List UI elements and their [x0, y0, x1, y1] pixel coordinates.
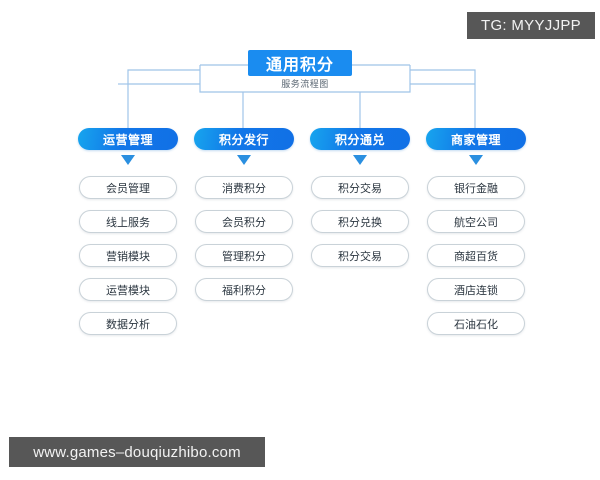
item-merchant-2[interactable]: 航空公司 [427, 210, 525, 233]
category-merchant-management[interactable]: 商家管理 [426, 128, 526, 150]
item-operations-4[interactable]: 运营模块 [79, 278, 177, 301]
item-issuance-3[interactable]: 管理积分 [195, 244, 293, 267]
item-issuance-2[interactable]: 会员积分 [195, 210, 293, 233]
category-points-issuance[interactable]: 积分发行 [194, 128, 294, 150]
arrow-down-icon-operations-management [121, 155, 135, 165]
item-operations-2[interactable]: 线上服务 [79, 210, 177, 233]
item-exchange-2[interactable]: 积分兑换 [311, 210, 409, 233]
page-subtitle: 服务流程图 [281, 79, 329, 89]
item-merchant-1[interactable]: 银行金融 [427, 176, 525, 199]
item-issuance-4[interactable]: 福利积分 [195, 278, 293, 301]
item-operations-5[interactable]: 数据分析 [79, 312, 177, 335]
item-exchange-3[interactable]: 积分交易 [311, 244, 409, 267]
arrow-down-icon-points-exchange [353, 155, 367, 165]
item-issuance-1[interactable]: 消费积分 [195, 176, 293, 199]
item-merchant-5[interactable]: 石油石化 [427, 312, 525, 335]
category-points-exchange[interactable]: 积分通兑 [310, 128, 410, 150]
item-merchant-4[interactable]: 酒店连锁 [427, 278, 525, 301]
page-title: 通用积分 [248, 50, 352, 76]
item-operations-3[interactable]: 营销模块 [79, 244, 177, 267]
item-merchant-3[interactable]: 商超百货 [427, 244, 525, 267]
telegram-watermark: TG: MYYJJPP [467, 12, 595, 39]
arrow-down-icon-merchant-management [469, 155, 483, 165]
item-operations-1[interactable]: 会员管理 [79, 176, 177, 199]
arrow-down-icon-points-issuance [237, 155, 251, 165]
category-operations-management[interactable]: 运营管理 [78, 128, 178, 150]
website-watermark: www.games–douqiuzhibo.com [9, 437, 265, 467]
item-exchange-1[interactable]: 积分交易 [311, 176, 409, 199]
